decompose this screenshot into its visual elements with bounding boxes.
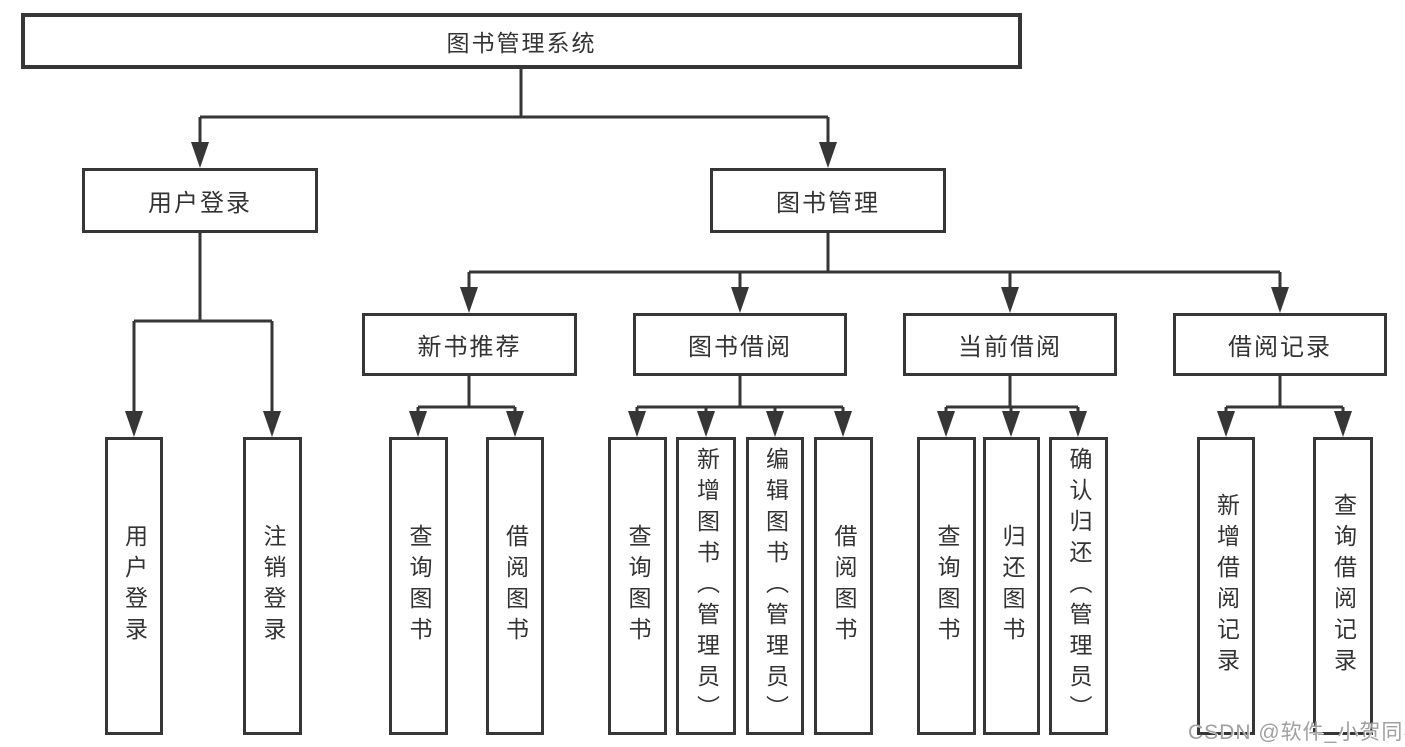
node-book-borrow: 图书借阅 (633, 313, 847, 376)
node-root: 图书管理系统 (21, 13, 1022, 69)
leaf-user-login: 用户登录 (105, 437, 163, 735)
edge-user-login-children (125, 233, 281, 437)
leaf-cb-query-books: 查询图书 (917, 437, 976, 735)
node-borrow-records: 借阅记录 (1173, 313, 1387, 376)
node-current-borrow: 当前借阅 (903, 313, 1117, 376)
leaf-cb-confirm-return-admin: 确认归还（管理员） (1049, 437, 1108, 735)
edge-borrow-records-children (1217, 376, 1352, 437)
edge-book-mgmt-children (460, 233, 1289, 313)
leaf-nb-query-books: 查询图书 (389, 437, 448, 735)
edge-current-borrow-children (937, 376, 1087, 437)
watermark: CSDN @软件_小贺同学 (1188, 721, 1405, 744)
leaf-bb-borrow-books: 借阅图书 (814, 437, 873, 735)
edge-root-to-level2 (191, 69, 837, 168)
leaf-br-add-record: 新增借阅记录 (1197, 437, 1255, 735)
leaf-bb-query-books: 查询图书 (608, 437, 667, 735)
leaf-nb-borrow-books: 借阅图书 (486, 437, 544, 735)
node-user-login: 用户登录 (82, 168, 318, 233)
edge-new-book-children (409, 376, 524, 437)
node-new-book-recommend: 新书推荐 (362, 313, 577, 376)
leaf-cb-return-books: 归还图书 (983, 437, 1040, 735)
edge-book-borrow-children (628, 376, 852, 437)
leaf-bb-add-books-admin: 新增图书（管理员） (676, 437, 736, 735)
leaf-br-query-record: 查询借阅记录 (1313, 437, 1373, 735)
leaf-logout: 注销登录 (243, 437, 302, 735)
node-book-mgmt: 图书管理 (710, 168, 946, 233)
leaf-bb-edit-books-admin: 编辑图书（管理员） (746, 437, 804, 735)
